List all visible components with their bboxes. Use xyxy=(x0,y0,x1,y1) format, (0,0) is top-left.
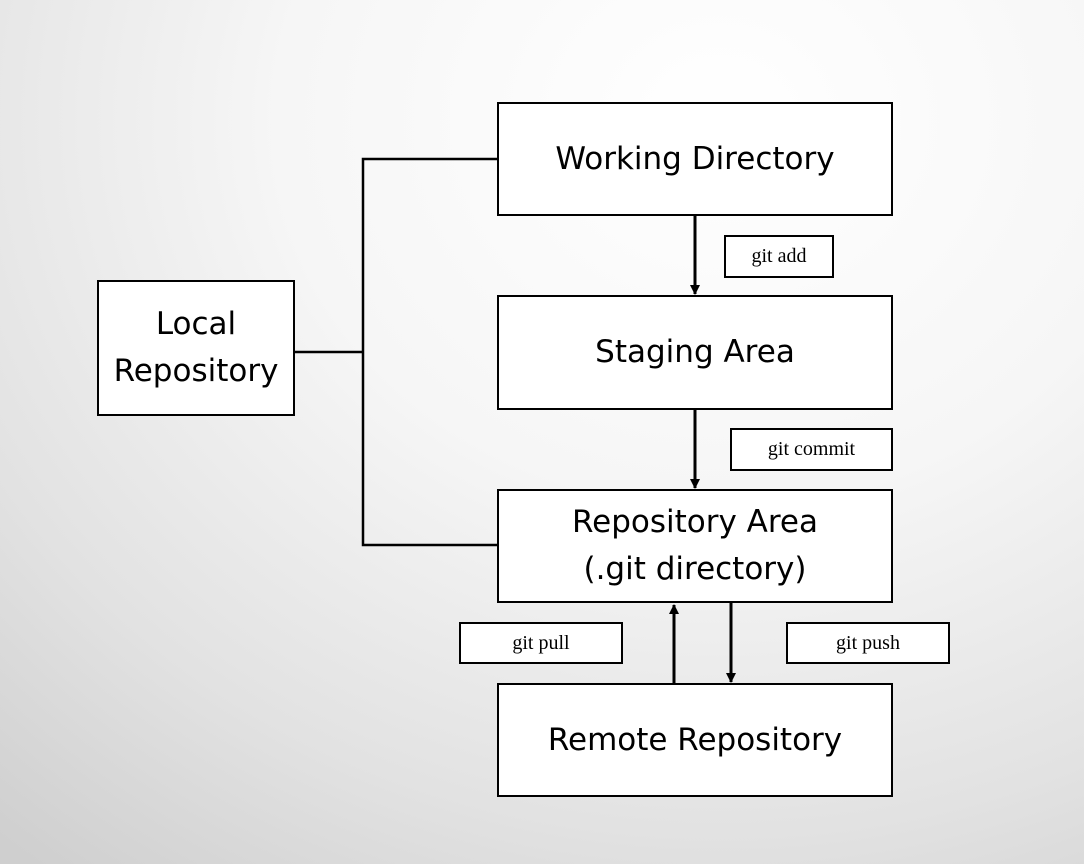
remote-repository-box: Remote Repository xyxy=(497,683,893,797)
working-directory-box: Working Directory xyxy=(497,102,893,216)
staging-area-box: Staging Area xyxy=(497,295,893,410)
local-repo-bracket xyxy=(361,157,498,547)
git-pull-label: git pull xyxy=(459,622,623,664)
git-commit-label: git commit xyxy=(730,428,893,471)
local-repository-box: Local Repository xyxy=(97,280,295,416)
git-push-label: git push xyxy=(786,622,950,664)
git-add-label: git add xyxy=(724,235,834,278)
repository-area-box: Repository Area (.git directory) xyxy=(497,489,893,603)
